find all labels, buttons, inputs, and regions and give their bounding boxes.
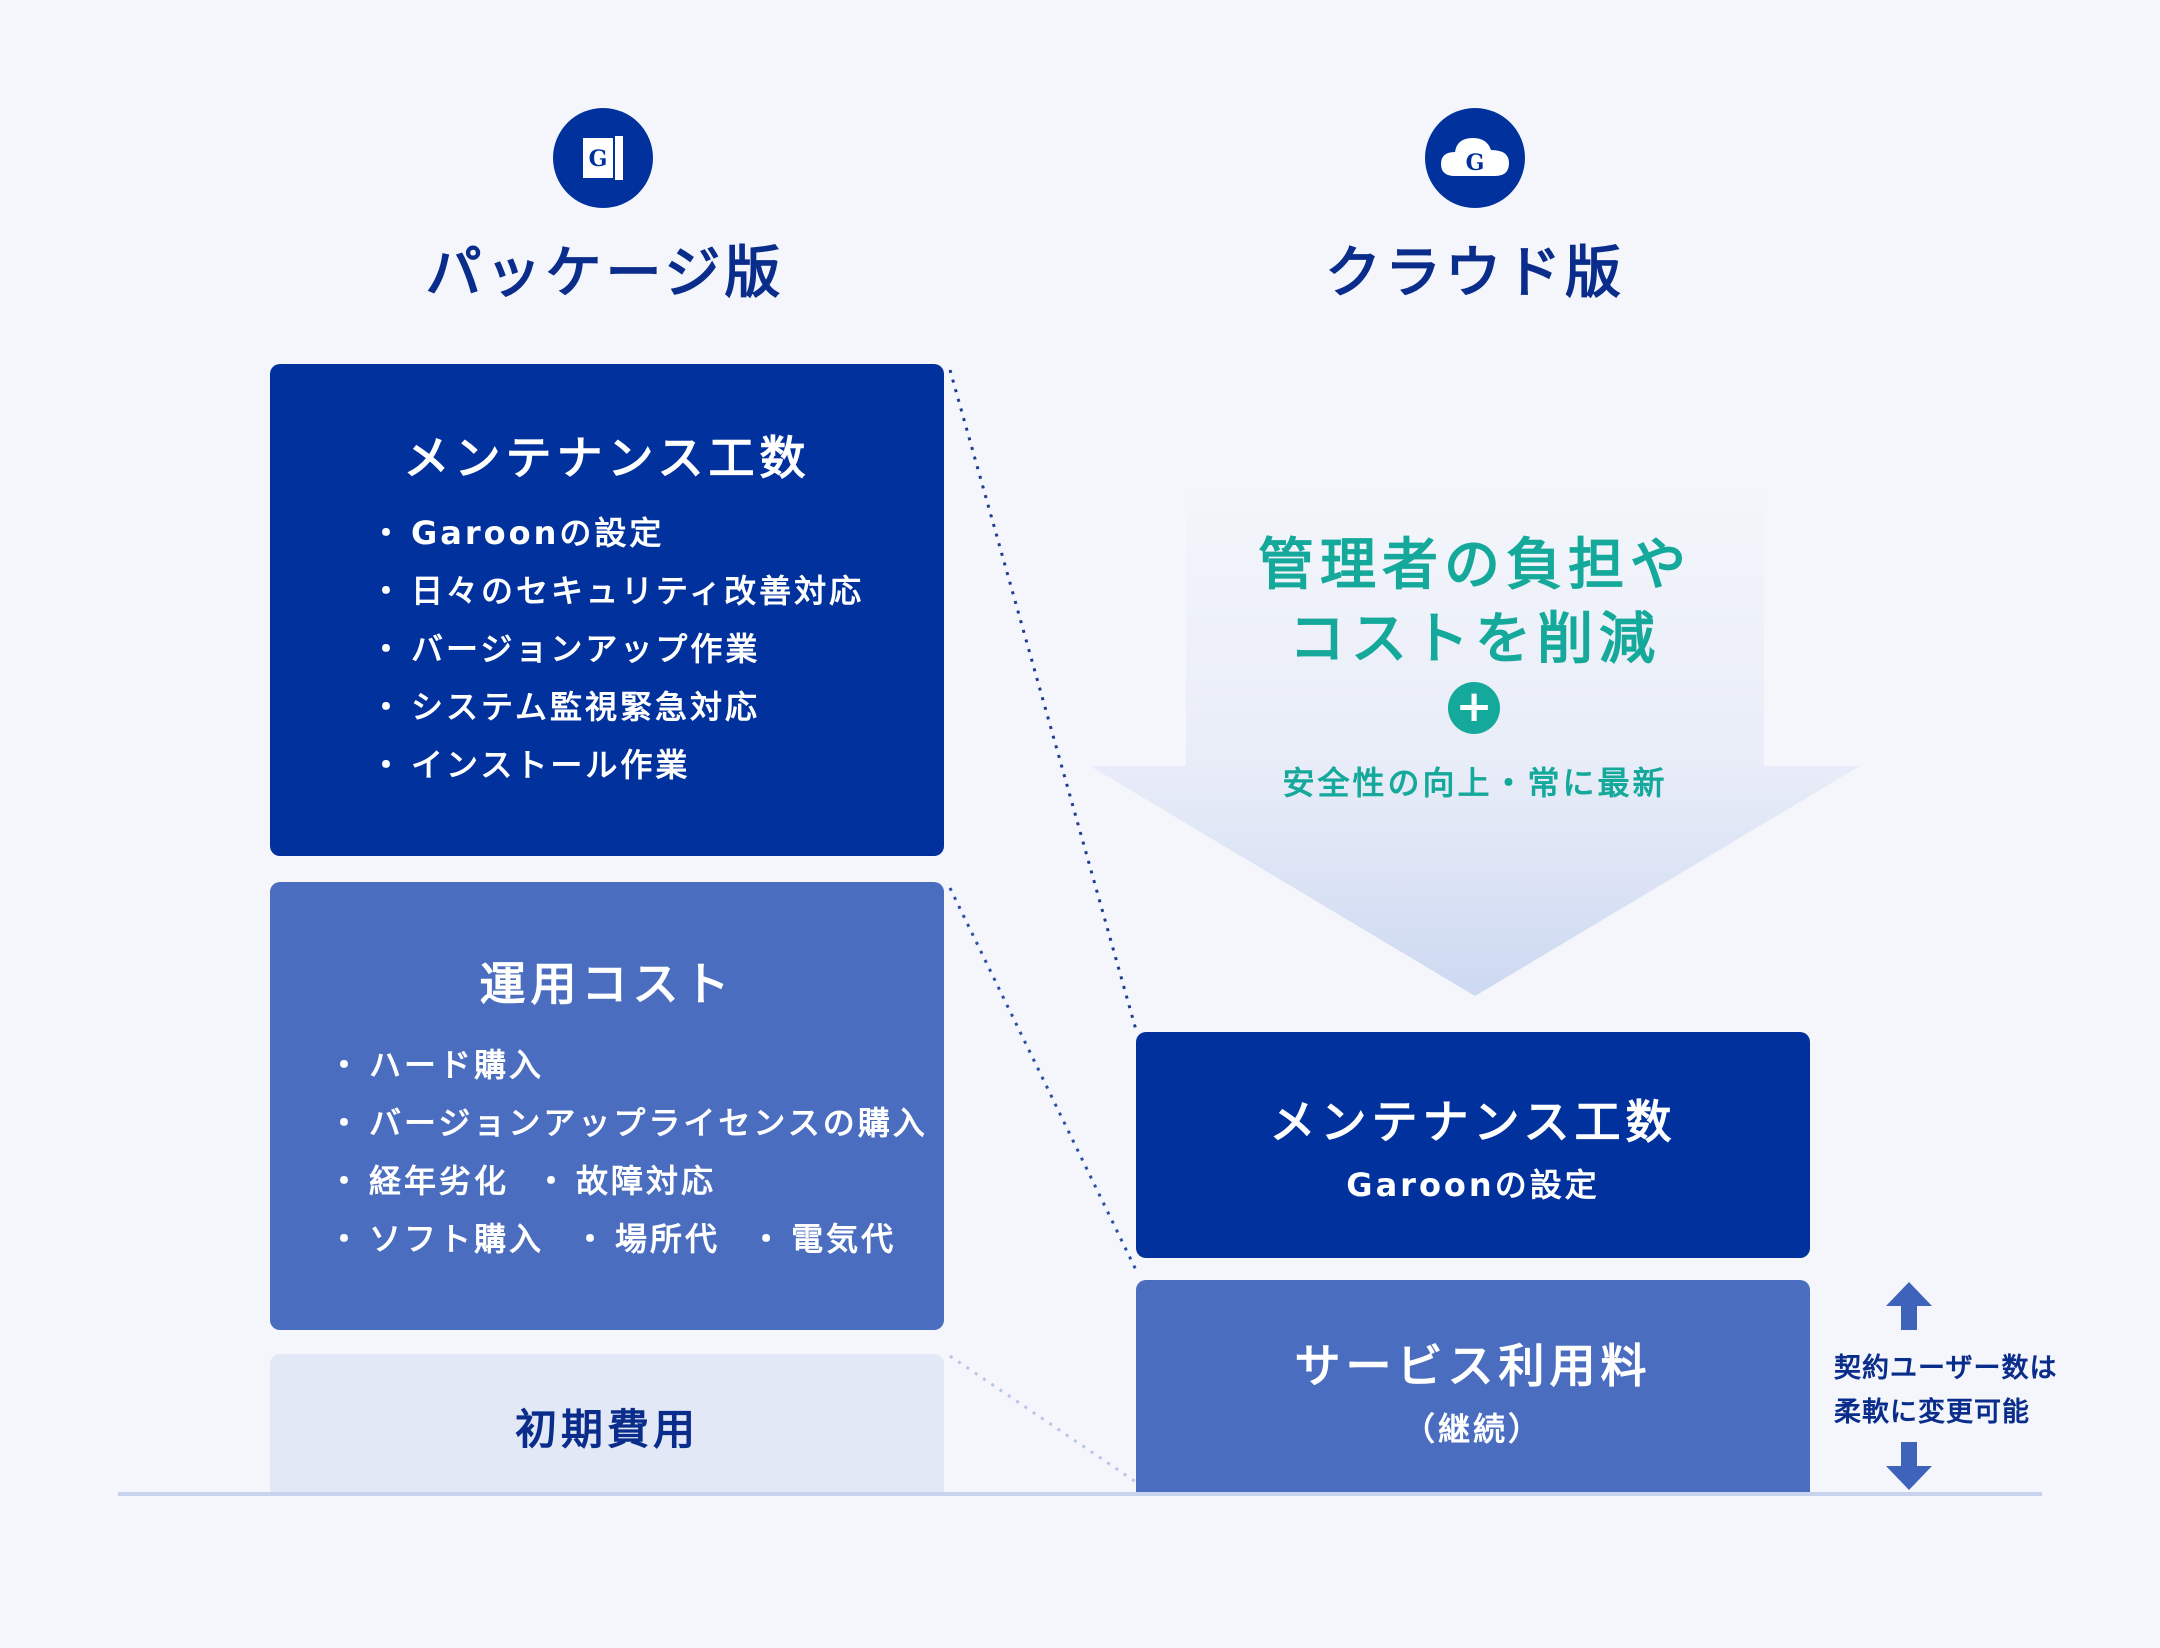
- package-operation-list: ハード購入 バージョンアップライセンスの購入: [328, 1036, 944, 1152]
- package-title: パッケージ版: [425, 241, 785, 306]
- list-item: Garoonの設定: [370, 504, 944, 562]
- up-arrow-icon: [1886, 1282, 1932, 1330]
- package-initial-title: 初期費用: [514, 1405, 699, 1454]
- list-item: システム監視緊急対応: [370, 678, 944, 736]
- note-line1: 契約ユーザー数は: [1834, 1353, 2058, 1384]
- package-operation-box: 運用コスト ハード購入 バージョンアップライセンスの購入 経年劣化 故障対応 ソ…: [270, 882, 944, 1330]
- connector-maintenance: [948, 369, 1138, 1031]
- list-item: ソフト購入: [328, 1210, 544, 1268]
- cloud-maintenance-sub: Garoonの設定: [1346, 1166, 1600, 1204]
- list-item: 経年劣化: [328, 1152, 509, 1210]
- list-item: インストール作業: [370, 736, 944, 794]
- package-g-icon: G: [553, 108, 653, 208]
- list-item: 日々のセキュリティ改善対応: [370, 562, 944, 620]
- connector-initial: [949, 1354, 1137, 1484]
- arrow-subtext: 安全性の向上・常に最新: [1282, 764, 1668, 802]
- package-operation-row3: 経年劣化 故障対応: [328, 1152, 944, 1210]
- cloud-maintenance-title: メンテナンス工数: [1269, 1095, 1677, 1149]
- list-item: ハード購入: [328, 1036, 944, 1094]
- note-line2: 柔軟に変更可能: [1834, 1397, 2030, 1428]
- package-operation-title: 運用コスト: [479, 957, 735, 1011]
- cloud-maintenance-box: メンテナンス工数 Garoonの設定: [1136, 1032, 1810, 1258]
- cloud-service-sub: （継続）: [1402, 1410, 1543, 1448]
- cloud-service-title: サービス利用料: [1294, 1339, 1652, 1393]
- plus-icon: +: [1448, 682, 1500, 734]
- arrow-text-line2: コストを削減: [1289, 607, 1661, 672]
- list-item: バージョンアップ作業: [370, 620, 944, 678]
- svg-text:G: G: [589, 146, 608, 172]
- package-initial-box: 初期費用: [270, 1354, 944, 1494]
- list-item: 場所代: [574, 1210, 720, 1268]
- list-item: 故障対応: [535, 1152, 716, 1210]
- package-operation-row4: ソフト購入 場所代 電気代: [328, 1210, 944, 1268]
- arrow-text-line1: 管理者の負担や: [1258, 533, 1692, 598]
- cloud-service-box: サービス利用料 （継続）: [1136, 1280, 1810, 1494]
- cloud-title: クラウド版: [1325, 241, 1625, 306]
- list-item: バージョンアップライセンスの購入: [328, 1094, 944, 1152]
- cloud-g-icon: G: [1425, 108, 1525, 208]
- down-arrow-icon: [1886, 1442, 1932, 1490]
- package-maintenance-title: メンテナンス工数: [403, 431, 811, 485]
- svg-text:G: G: [1466, 150, 1485, 176]
- baseline: [118, 1492, 2042, 1496]
- list-item: 電気代: [750, 1210, 896, 1268]
- package-maintenance-box: メンテナンス工数 Garoonの設定 日々のセキュリティ改善対応 バージョンアッ…: [270, 364, 944, 856]
- package-maintenance-list: Garoonの設定 日々のセキュリティ改善対応 バージョンアップ作業 システム監…: [370, 504, 944, 794]
- connector-operation: [948, 887, 1138, 1271]
